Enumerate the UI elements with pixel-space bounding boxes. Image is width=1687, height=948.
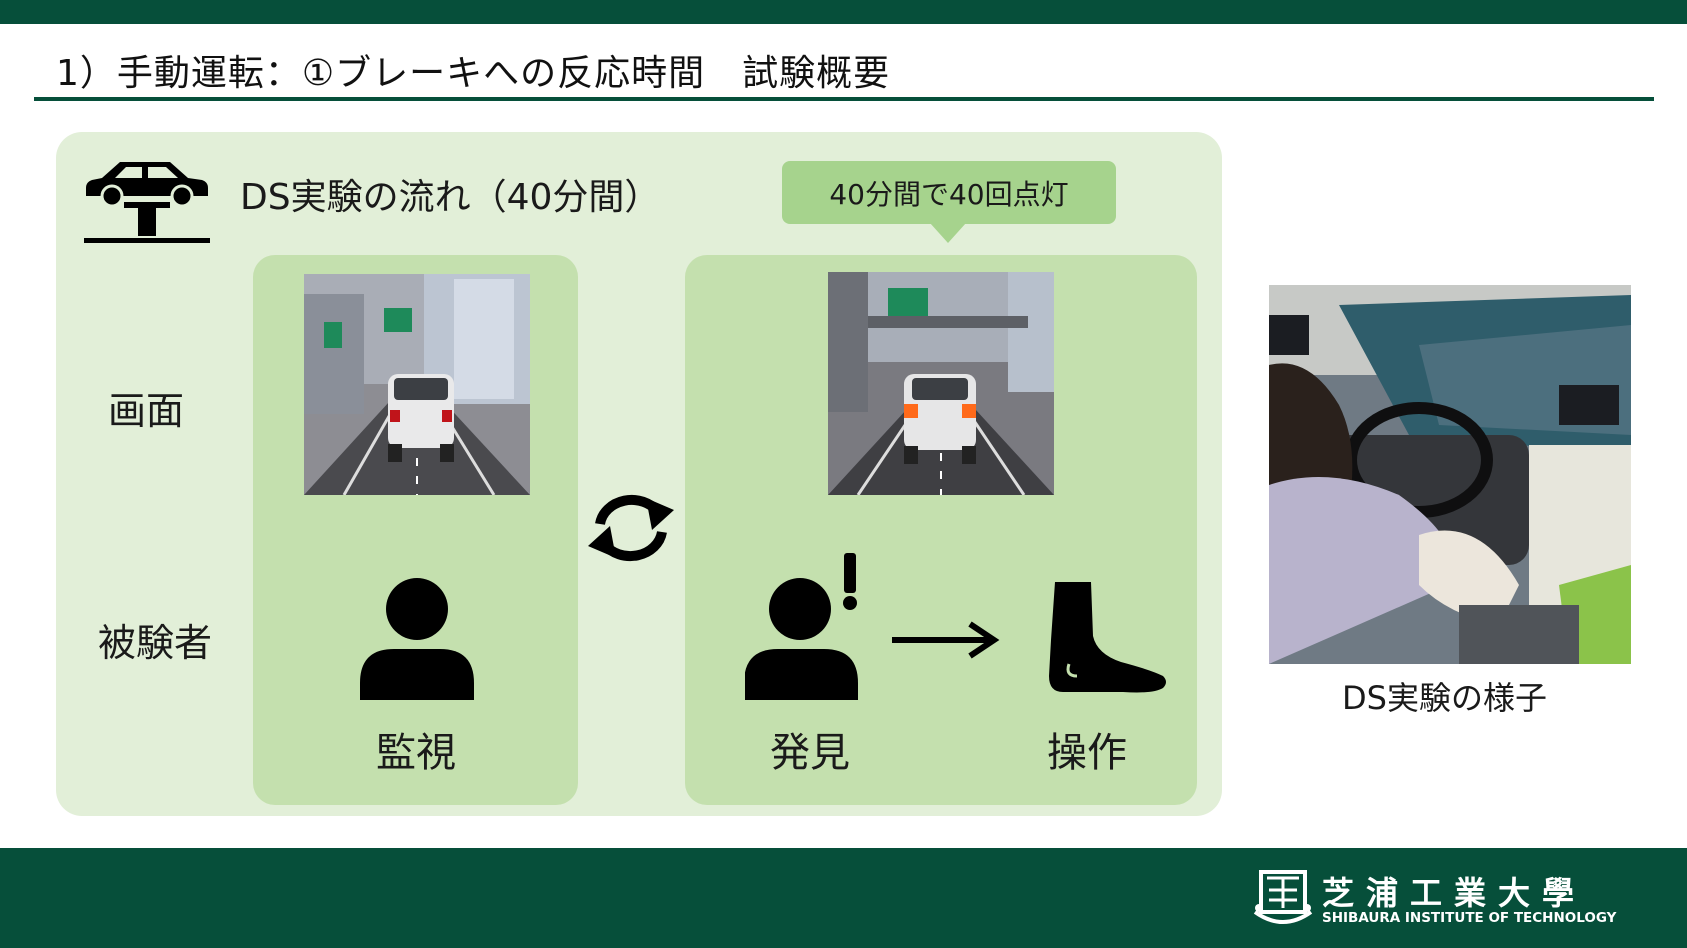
step-label-operate: 操作 bbox=[1047, 730, 1127, 776]
sim-screen-normal bbox=[304, 274, 530, 495]
person-icon bbox=[360, 578, 474, 700]
slide-title: 1）手動運転：①ブレーキへの反応時間 試験概要 bbox=[56, 53, 891, 94]
step-label-watch: 監視 bbox=[376, 730, 456, 776]
flow-heading: DS実験の流れ（40分間） bbox=[240, 177, 661, 218]
callout-pointer bbox=[930, 223, 966, 243]
row-label-screen: 画面 bbox=[108, 389, 185, 433]
university-name-jp: 芝浦工業大學 bbox=[1322, 874, 1587, 912]
university-name-en: SHIBAURA INSTITUTE OF TECHNOLOGY bbox=[1322, 910, 1617, 926]
footer-bar bbox=[0, 848, 1687, 948]
step-label-find: 発見 bbox=[770, 730, 850, 776]
person-alert-icon bbox=[745, 553, 858, 700]
blink-callout: 40分間で40回点灯 bbox=[782, 161, 1116, 224]
refresh-cycle-icon bbox=[588, 494, 674, 562]
car-lift-icon bbox=[84, 162, 210, 243]
experiment-photo bbox=[1269, 285, 1631, 664]
row-label-subject: 被験者 bbox=[98, 621, 213, 665]
photo-caption: DS実験の様子 bbox=[1342, 679, 1547, 717]
sim-screen-brake bbox=[828, 272, 1054, 495]
top-accent-bar bbox=[0, 0, 1687, 24]
foot-icon bbox=[1049, 582, 1166, 693]
right-arrow-icon bbox=[892, 621, 1000, 659]
title-underline bbox=[34, 97, 1654, 101]
university-emblem-icon bbox=[1253, 870, 1313, 924]
